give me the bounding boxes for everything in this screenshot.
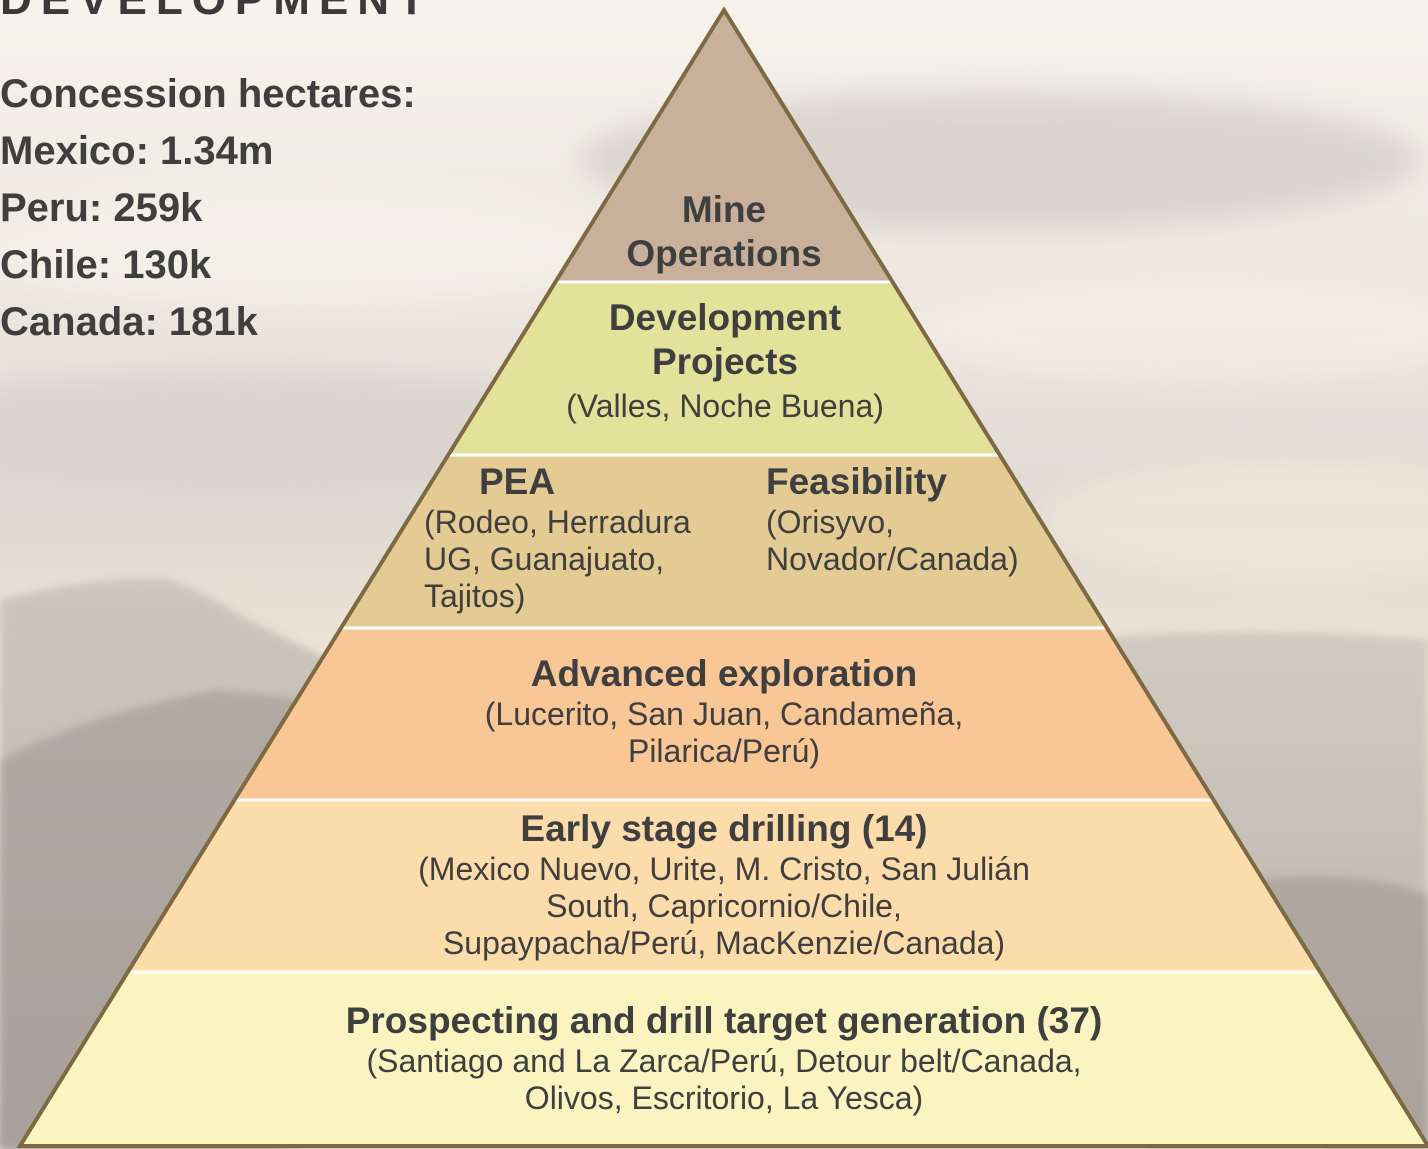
- early-stage-drilling-label: Early stage drilling (14) (Mexico Nuevo,…: [324, 807, 1124, 962]
- tier-prospecting: [20, 972, 1428, 1146]
- early-stage-drilling-title: Early stage drilling (14): [520, 808, 928, 849]
- page-title: DEVELOPMENT: [0, 0, 434, 22]
- early-stage-drilling-detail: (Mexico Nuevo, Urite, M. Cristo, San Jul…: [418, 851, 1030, 961]
- concession-stats: Concession hectares: Mexico: 1.34m Peru:…: [0, 66, 416, 351]
- development-projects-title: Development Projects: [608, 297, 842, 382]
- pea-title: PEA: [479, 461, 556, 502]
- concession-peru: Peru: 259k: [0, 186, 203, 230]
- concession-title: Concession hectares:: [0, 72, 416, 116]
- development-projects-detail: (Valles, Noche Buena): [566, 388, 884, 424]
- advanced-exploration-detail: (Lucerito, San Juan, Candameña, Pilarica…: [484, 696, 964, 769]
- tier-early-stage-drilling: [127, 800, 1322, 972]
- prospecting-title: Prospecting and drill target generation …: [345, 1000, 1103, 1041]
- tier-advanced-exploration: [234, 628, 1215, 800]
- feasibility-detail: (Orisyvo, Novador/Canada): [766, 504, 1019, 577]
- tier-pea-feasibility: [341, 455, 1108, 628]
- tier-development-projects: [448, 282, 1000, 455]
- prospecting-detail: (Santiago and La Zarca/Perú, Detour belt…: [366, 1043, 1082, 1116]
- concession-canada: Canada: 181k: [0, 300, 258, 344]
- pea-detail: (Rodeo, Herradura UG, Guanajuato, Tajito…: [424, 504, 691, 614]
- concession-mexico: Mexico: 1.34m: [0, 129, 274, 173]
- tier-mine-operations: [555, 10, 893, 282]
- pea-label: PEA (Rodeo, Herradura UG, Guanajuato, Ta…: [424, 460, 744, 615]
- development-projects-label: Development Projects (Valles, Noche Buen…: [500, 296, 950, 425]
- mine-operations-label: Mine Operations: [574, 188, 874, 276]
- feasibility-label: Feasibility (Orisyvo, Novador/Canada): [766, 460, 1086, 578]
- pyramid-outline: [16, 6, 1428, 1148]
- prospecting-label: Prospecting and drill target generation …: [224, 999, 1224, 1117]
- concession-chile: Chile: 130k: [0, 243, 212, 287]
- feasibility-title: Feasibility: [766, 461, 947, 502]
- advanced-exploration-title: Advanced exploration: [530, 653, 918, 694]
- mine-operations-title: Mine Operations: [626, 189, 822, 274]
- tier-dividers: [127, 280, 1322, 974]
- advanced-exploration-label: Advanced exploration (Lucerito, San Juan…: [374, 652, 1074, 770]
